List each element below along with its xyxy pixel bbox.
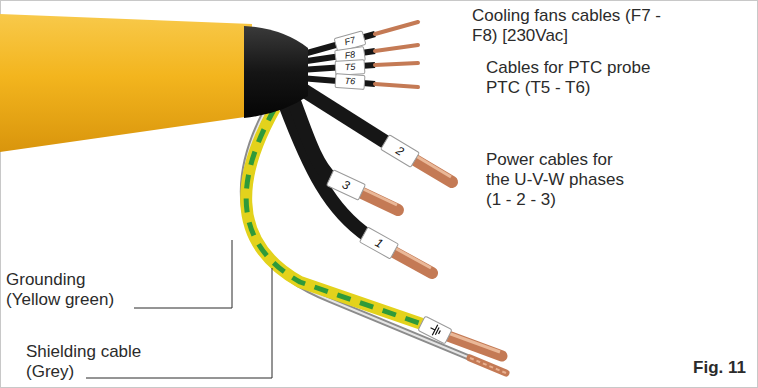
leader-line <box>134 240 232 308</box>
power-wires <box>285 88 452 273</box>
ground-tag <box>418 316 452 344</box>
cable-jacket <box>0 14 252 152</box>
power-cables-label: Power cables for the U-V-W phases (1 - 2… <box>486 150 636 210</box>
heat-shrink-sleeve <box>244 26 308 118</box>
ptc-probe-label: Cables for PTC probe PTC (T5 - T6) <box>486 58 671 98</box>
cooling-fans-label: Cooling fans cables (F7 - F8) [230Vac] <box>472 6 662 46</box>
shielding-label: Shielding cable (Grey) <box>26 342 166 382</box>
grounding-label: Grounding (Yellow green) <box>6 270 134 310</box>
callout-number: 1 <box>359 226 399 259</box>
leader-line <box>86 268 272 378</box>
figure-caption: Fig. 11 <box>693 358 746 378</box>
ground-wire <box>246 108 502 356</box>
wire-tag: T6 <box>335 72 366 89</box>
shield-wire <box>243 112 506 373</box>
